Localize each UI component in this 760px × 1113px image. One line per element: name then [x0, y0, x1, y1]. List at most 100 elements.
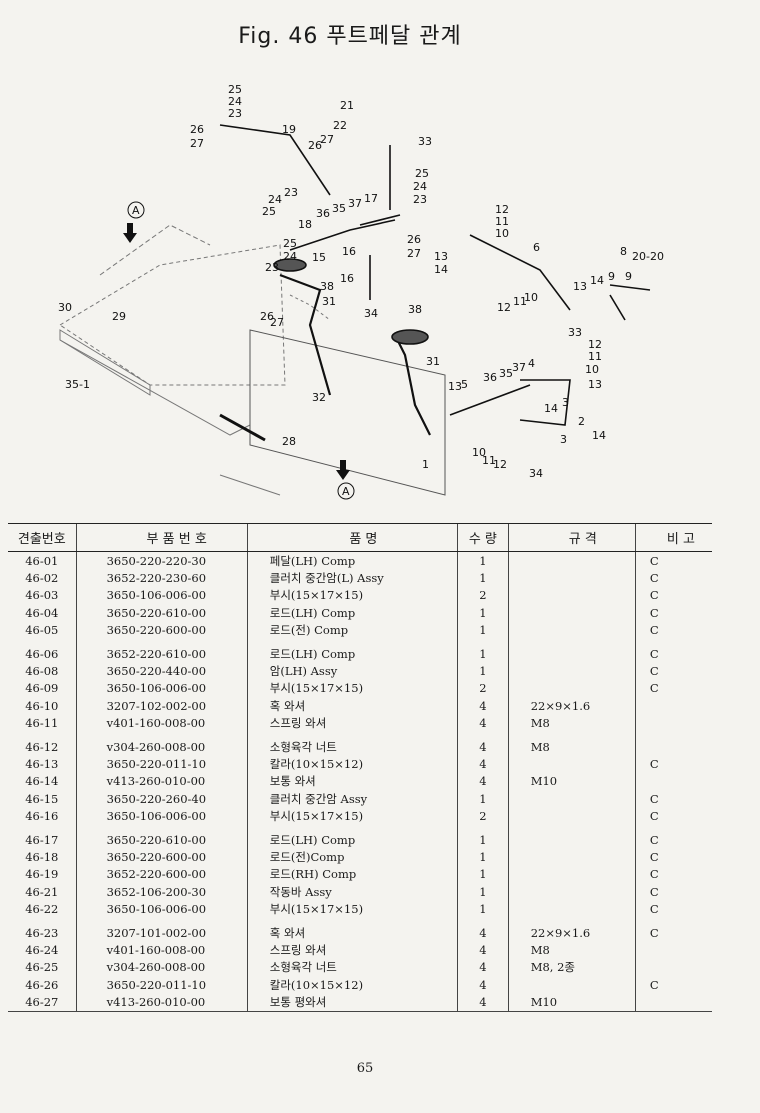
cell-ref-no: 46-26: [25, 977, 59, 992]
part-callout-label: 24: [228, 95, 242, 108]
cell-quantity: 1: [457, 569, 509, 587]
cell-remarks: C: [634, 830, 712, 849]
spacer-cell: [507, 824, 636, 831]
part-callout-label: 13: [434, 250, 448, 263]
group-spacer: [8, 824, 712, 831]
part-callout-label: 35-1: [65, 378, 90, 391]
cell-part-name: 칼라(10×15×12): [246, 755, 458, 773]
cell-quantity: 1: [457, 790, 509, 808]
part-callout-label: 38: [408, 303, 422, 316]
part-callout-label: 30: [58, 301, 72, 314]
cell-ref-no: 46-08: [25, 664, 59, 679]
part-callout-label: 10: [524, 291, 538, 304]
cell-part-name: 클러치 중간암 Assy: [246, 790, 458, 808]
cell-ref-no: 46-16: [25, 809, 59, 824]
cell-remarks: [634, 714, 712, 732]
cell-spec: [507, 621, 636, 639]
part-callout-label: 24: [413, 180, 427, 193]
cell-spec: [507, 848, 636, 866]
cell-part-no: v401-160-008-00: [75, 941, 248, 959]
cell-quantity: 1: [457, 621, 509, 639]
cell-part-name: 스프링 와셔: [246, 714, 458, 732]
cell-part-no: 3650-106-006-00: [75, 586, 248, 605]
pedal-parts: [219, 124, 651, 442]
part-callout-label: 13: [588, 378, 602, 391]
part-callout-label: 23: [228, 107, 242, 120]
cell-ref-no: 46-04: [25, 605, 59, 620]
cell-part-no: 3650-220-610-00: [75, 604, 248, 622]
spacer-cell: [634, 638, 712, 645]
cell-spec: [507, 604, 636, 622]
spacer-cell: [246, 731, 458, 738]
part-callout-label: 25: [228, 83, 242, 96]
cell-part-no: v304-260-008-00: [75, 737, 248, 756]
spacer-cell: [507, 638, 636, 645]
cell-part-no: v304-260-008-00: [75, 958, 248, 976]
cell-quantity: 4: [457, 923, 509, 942]
group-spacer: [8, 731, 712, 738]
cell-spec: M8: [507, 714, 636, 732]
cell-part-name: 보통 평와셔: [246, 993, 458, 1012]
part-callout-label: 17: [364, 192, 378, 205]
cell-spec: M10: [507, 772, 636, 791]
cell-part-no: 3652-220-600-00: [75, 865, 248, 884]
cell-ref-no: 46-21: [25, 884, 59, 899]
cell-remarks: C: [634, 604, 712, 622]
cell-remarks: [634, 958, 712, 976]
cell-ref-no: 46-12: [25, 739, 59, 754]
cell-part-name: 로드(LH) Comp: [246, 644, 458, 663]
cell-ref-no: 46-05: [25, 623, 59, 638]
cell-remarks: [634, 772, 712, 791]
cell-spec: [507, 569, 636, 587]
table-header-row: 견출번호 부 품 번 호 품 명 수 량 규 격 비 고: [8, 523, 712, 552]
part-callout-label: 11: [513, 295, 527, 308]
cell-remarks: C: [634, 679, 712, 698]
group-spacer: [8, 638, 712, 645]
spacer-cell: [457, 824, 509, 831]
part-callout-label: 2: [578, 415, 585, 428]
cell-part-name: 로드(LH) Comp: [246, 604, 458, 622]
part-callout-label: 23: [265, 261, 279, 274]
part-callout-label: 4: [528, 357, 535, 370]
cell-part-no: 3207-101-002-00: [75, 923, 248, 942]
cell-part-name: 암(LH) Assy: [246, 662, 458, 680]
cell-spec: M8: [507, 737, 636, 756]
tractor-frame: [59, 224, 446, 496]
cell-ref-no: 46-22: [25, 902, 59, 917]
cell-part-no: 3652-106-200-30: [75, 883, 248, 901]
part-callout-label: 12: [495, 203, 509, 216]
cell-part-name: 보통 와셔: [246, 772, 458, 791]
part-callout-label: 25: [283, 237, 297, 250]
cell-part-name: 작동바 Assy: [246, 883, 458, 901]
part-callout-label: 26: [190, 123, 204, 136]
cell-part-no: 3207-102-002-00: [75, 697, 248, 715]
part-callout-label: 18: [298, 218, 312, 231]
cell-remarks: C: [634, 865, 712, 884]
spacer-cell: [457, 638, 509, 645]
cell-quantity: 2: [457, 586, 509, 605]
cell-quantity: 1: [457, 604, 509, 622]
page-number: 65: [356, 1061, 374, 1076]
spacer-cell: [634, 731, 712, 738]
part-callout-label: 28: [282, 435, 296, 448]
part-callout-label: 14: [434, 263, 448, 276]
cell-part-name: 페달(LH) Comp: [246, 551, 458, 570]
cell-part-name: 부시(15×17×15): [246, 679, 458, 698]
cell-ref-no: 46-14: [25, 774, 59, 789]
cell-ref-no: 46-15: [25, 791, 59, 806]
cell-ref-no: 46-11: [25, 716, 59, 731]
